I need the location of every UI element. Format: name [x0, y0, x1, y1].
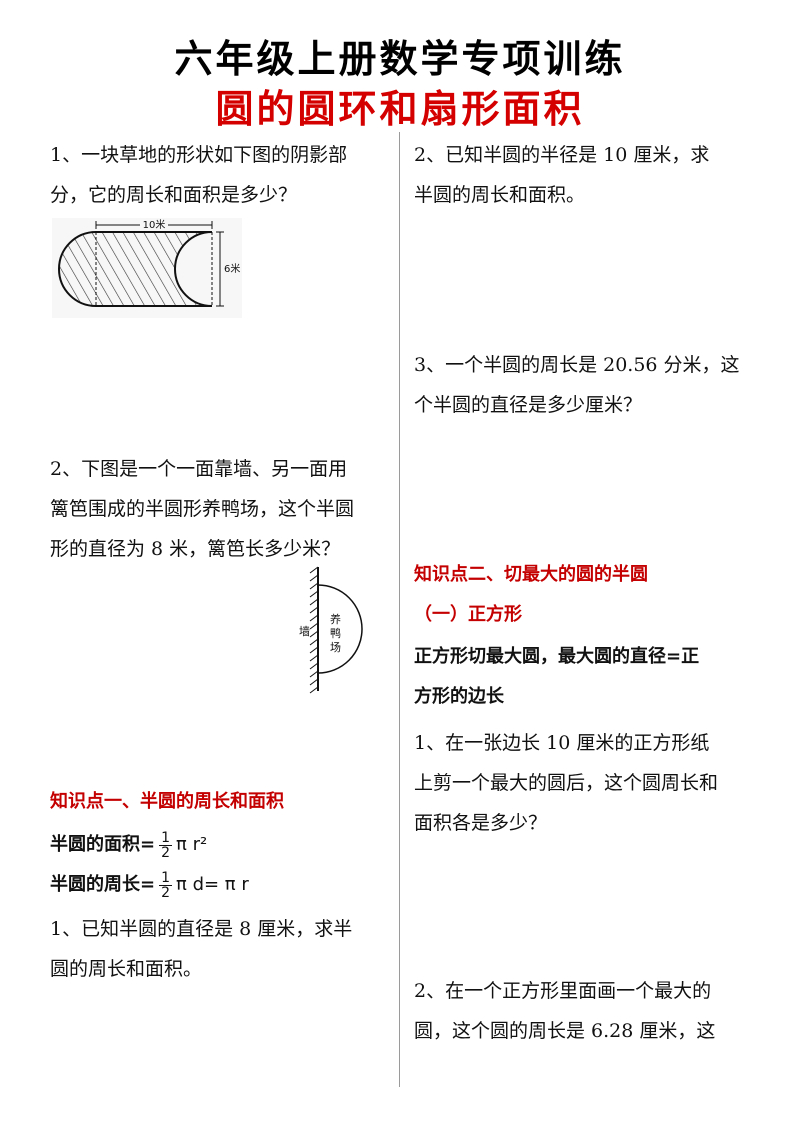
right-q3-line3: 面积各是多少？ — [414, 812, 548, 834]
right-q2-line2: 个半圆的直径是多少厘米？ — [414, 394, 643, 416]
fraction-denominator-2: 2 — [161, 884, 171, 901]
right-q1-line1: 2、已知半圆的半径是 10 厘米，求 — [414, 144, 710, 166]
rule-line2: 方形的边长 — [414, 686, 504, 707]
fig1-top-label: 10米 — [143, 218, 166, 231]
column-divider — [399, 132, 400, 1087]
right-q4-line1: 2、在一个正方形里面画一个最大的 — [414, 980, 712, 1002]
right-q1-line2: 半圆的周长和面积。 — [414, 184, 586, 206]
fraction-numerator-2: 1 — [159, 869, 173, 886]
duck-farm-figure: 墙 养 鸭 场 — [299, 566, 363, 694]
section-title-1: 知识点一、半圆的周长和面积 — [50, 791, 284, 812]
fig1-side-label: 6米 — [224, 262, 240, 275]
section-title-2: 知识点二、切最大的圆的半圆 — [414, 564, 648, 585]
farm-label-3: 场 — [330, 640, 341, 654]
formula-perimeter-label: 半圆的周长= — [50, 874, 156, 895]
left-q1-line2: 分，它的周长和面积是多少？ — [50, 184, 298, 206]
lawn-shape-figure: 10米 6米 — [52, 218, 242, 318]
farm-label-1: 养 — [330, 612, 341, 626]
left-q2-line1: 2、下图是一个一面靠墙、另一面用 — [50, 458, 348, 480]
page-subtitle: 圆的圆环和扇形面积 — [215, 87, 585, 131]
right-q2-line1: 3、一个半圆的周长是 20.56 分米，这 — [414, 354, 740, 376]
page-title: 六年级上册数学专项训练 — [174, 37, 626, 81]
formula-area-label: 半圆的面积= — [50, 834, 156, 855]
right-q3-line1: 1、在一张边长 10 厘米的正方形纸 — [414, 732, 710, 754]
right-q4-line2: 圆，这个圆的周长是 6.28 厘米，这 — [414, 1020, 716, 1042]
rule-line1: 正方形切最大圆，最大圆的直径=正 — [414, 646, 700, 667]
left-q3-line2: 圆的周长和面积。 — [50, 958, 203, 980]
right-q3-line2: 上剪一个最大的圆后，这个圆周长和 — [414, 772, 719, 794]
farm-label-2: 鸭 — [330, 627, 341, 640]
fraction-numerator: 1 — [159, 829, 173, 846]
formula-area-tail: π r² — [176, 834, 208, 855]
sub-title-square: （一）正方形 — [414, 604, 522, 625]
left-q2-line3: 形的直径为 8 米，篱笆长多少米？ — [50, 538, 341, 560]
wall-label: 墙 — [299, 624, 310, 638]
fraction-denominator: 2 — [161, 844, 171, 861]
left-q3-line1: 1、已知半圆的直径是 8 厘米，求半 — [50, 918, 353, 940]
formula-perimeter-tail: π d= π r — [176, 874, 249, 895]
left-q2-line2: 篱笆围成的半圆形养鸭场，这个半圆 — [50, 498, 355, 520]
left-q1-line1: 1、一块草地的形状如下图的阴影部 — [50, 144, 348, 166]
